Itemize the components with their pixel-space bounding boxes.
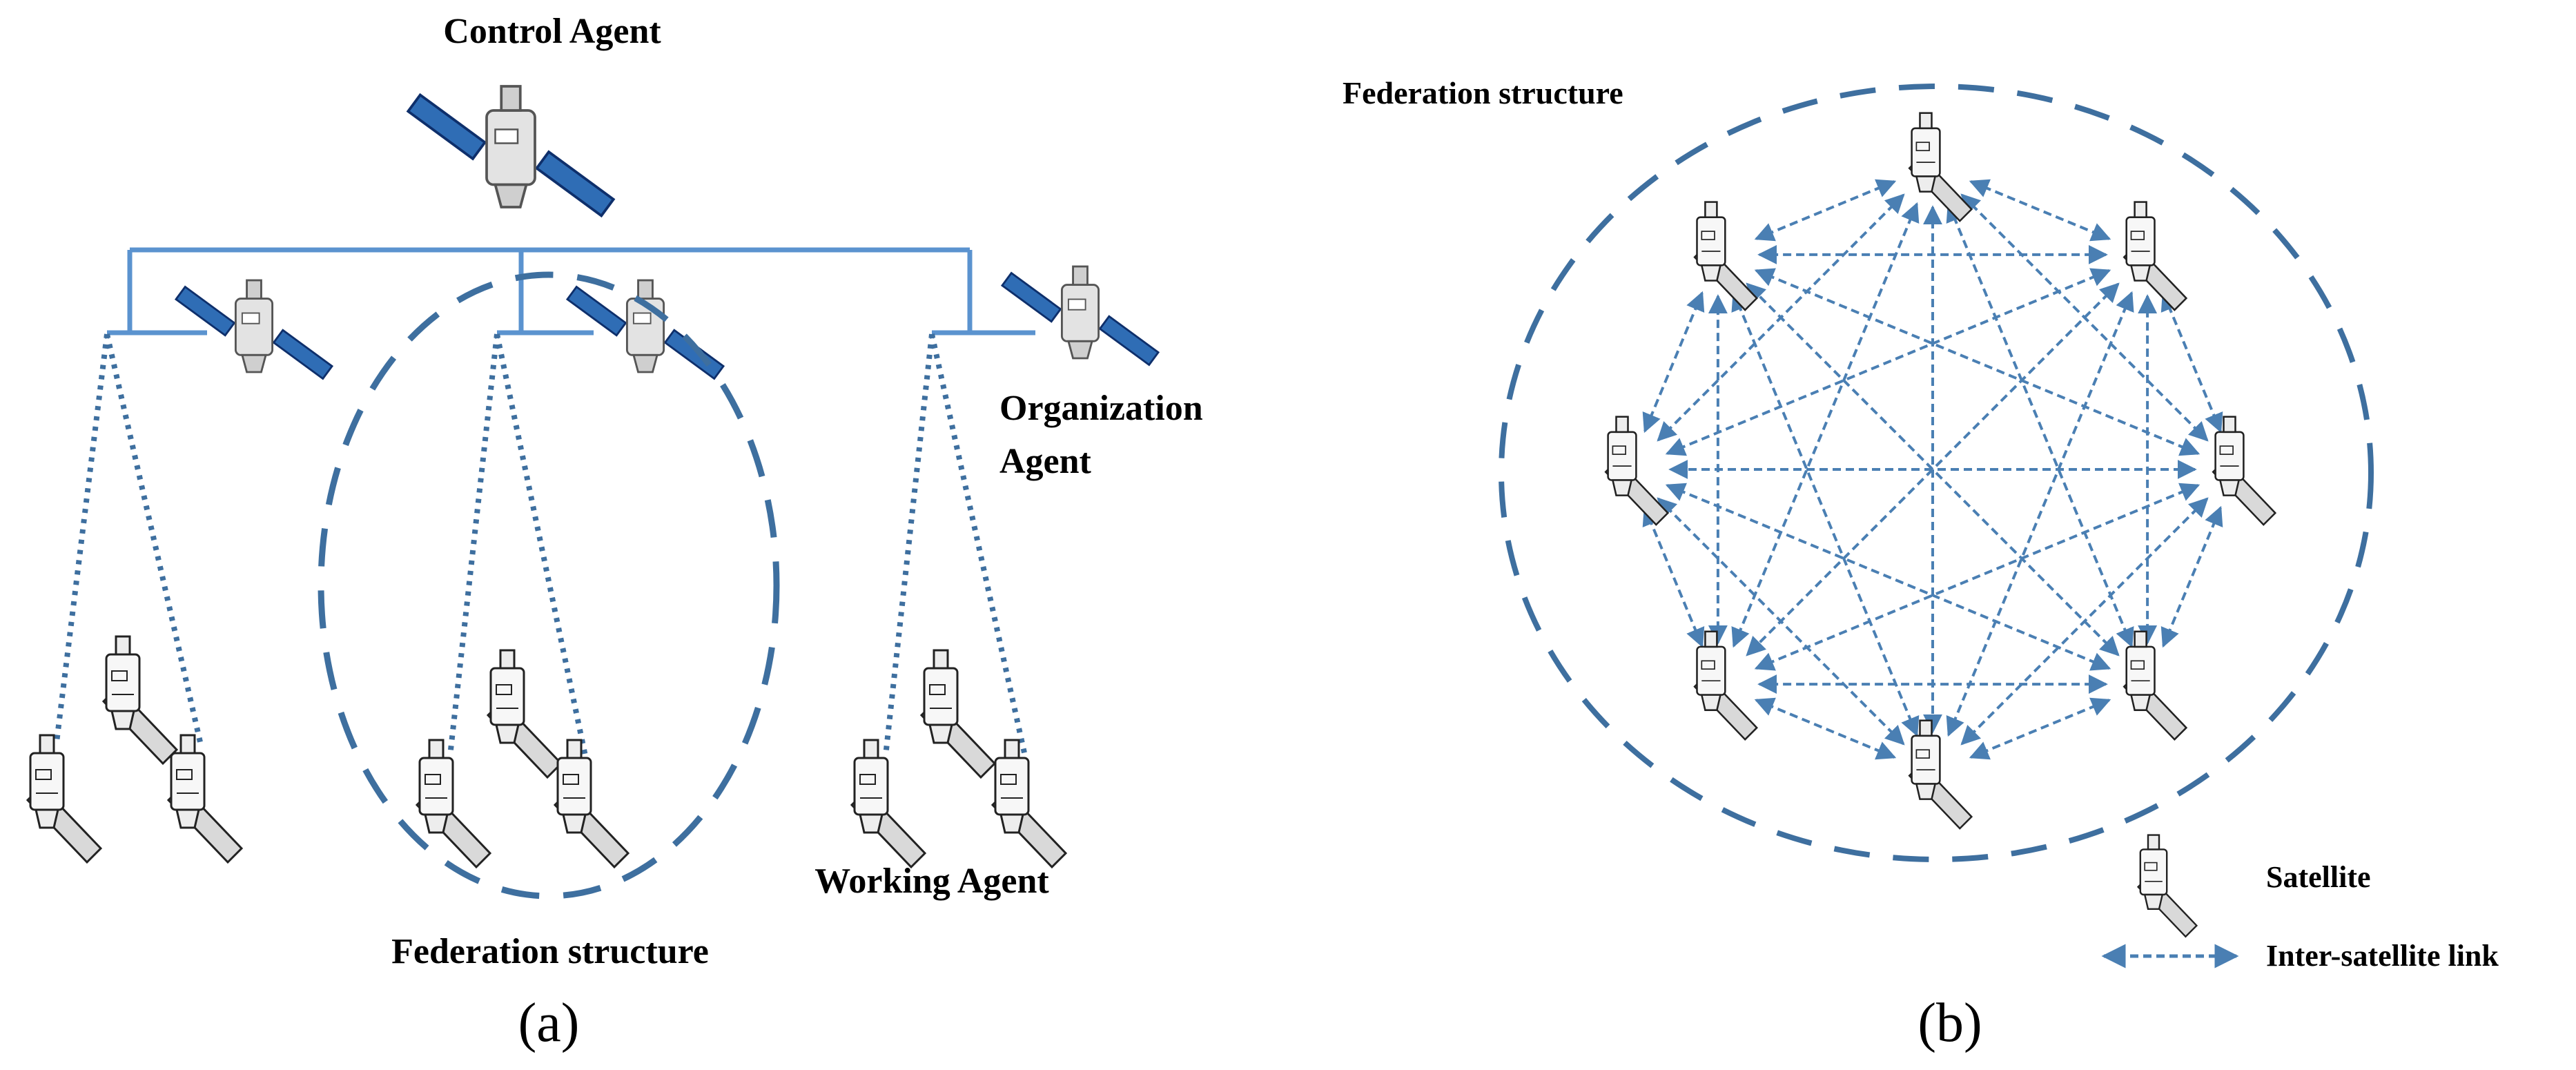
satellite-icon <box>102 635 178 765</box>
panel-a: Control Agent Organization Agent <box>26 12 1203 1053</box>
inter-satellite-link <box>1754 179 1897 242</box>
satellite-icon <box>1693 630 1758 741</box>
inter-satellite-links <box>1642 179 2223 760</box>
satellite-icon <box>487 649 563 779</box>
organization-agent-label-line1: Organization <box>999 389 1203 428</box>
satellite-icon <box>407 85 615 217</box>
federation-structure-label-b: Federation structure <box>1343 75 1623 110</box>
satellite-icon <box>2212 416 2276 526</box>
federation-structure-label-a: Federation structure <box>391 932 709 971</box>
inter-satellite-link <box>1642 291 1705 434</box>
satellite-icon <box>554 739 630 868</box>
working-agent-links <box>54 333 1028 757</box>
control-agent-label: Control Agent <box>443 12 661 51</box>
legend-satellite-label: Satellite <box>2266 860 2371 894</box>
panel-b: Federation structure Satellite Inter-sat… <box>1343 75 2499 1053</box>
inter-satellite-link <box>1969 179 2111 242</box>
satellite-icon <box>2123 201 2187 311</box>
satellite-icon <box>1001 265 1160 366</box>
inter-satellite-link <box>2160 505 2223 648</box>
satellite-icon <box>2137 834 2198 938</box>
satellite-icon <box>1693 201 1758 311</box>
satellite-icon <box>175 279 333 380</box>
hierarchy-lines <box>107 247 1035 335</box>
organization-agent-label-line2: Agent <box>999 442 1092 481</box>
satellite-icon <box>1908 719 1973 830</box>
inter-satellite-link <box>1969 697 2111 760</box>
legend: Satellite Inter-satellite link <box>2101 834 2499 973</box>
inter-satellite-link <box>1731 202 1920 648</box>
inter-satellite-link <box>1754 697 1897 760</box>
satellite-icon <box>1908 112 1973 222</box>
satellite-icon <box>850 739 926 868</box>
satellite-icon <box>167 734 243 864</box>
satellite-icon <box>1604 416 1669 526</box>
working-agent-label: Working Agent <box>814 862 1049 901</box>
satellite-icon <box>920 649 996 779</box>
satellite-icon <box>2123 630 2187 741</box>
inter-satellite-link <box>1642 505 1705 648</box>
inter-satellite-link <box>1731 291 1920 737</box>
federation-circle <box>1499 84 2374 862</box>
satellite-icon <box>26 734 102 864</box>
caption-b: (b) <box>1918 993 1982 1053</box>
satellite-icon <box>991 739 1067 868</box>
federation-ellipse <box>318 271 780 899</box>
inter-satellite-link <box>1665 483 2111 671</box>
caption-a: (a) <box>518 993 580 1053</box>
legend-link-label: Inter-satellite link <box>2266 939 2499 973</box>
satellite-icon <box>566 279 725 380</box>
inter-satellite-link <box>2160 291 2223 434</box>
satellite-icon <box>416 739 491 868</box>
